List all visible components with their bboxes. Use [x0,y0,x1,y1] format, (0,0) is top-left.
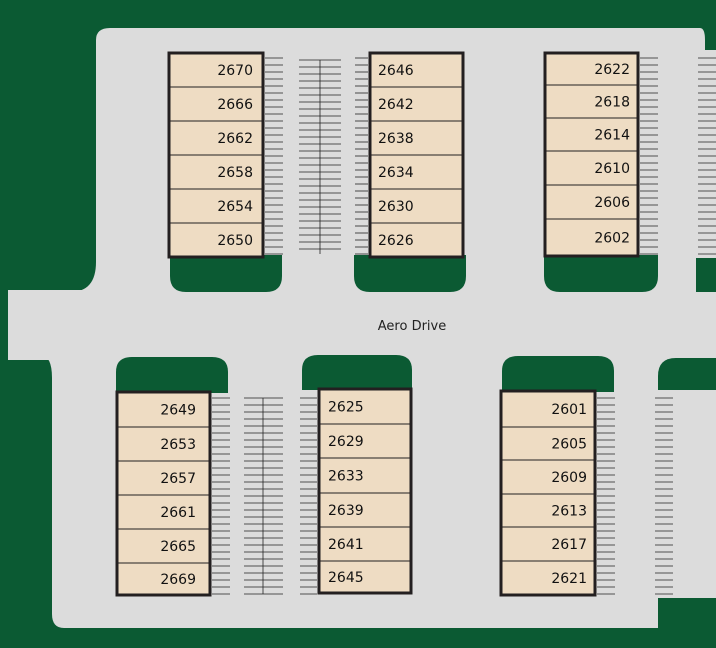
unit-2614[interactable] [544,117,639,152]
unit-2661[interactable] [116,494,211,530]
unit-number-2613: 2613 [551,504,587,520]
unit-number-2605: 2605 [551,437,587,453]
unit-number-2646: 2646 [378,63,414,79]
unit-number-2661: 2661 [160,505,196,521]
unit-number-2639: 2639 [328,503,364,519]
landscape-islands [116,255,716,648]
parking-stalls [212,57,716,595]
unit-number-2649: 2649 [160,403,196,419]
unit-number-2634: 2634 [378,165,414,181]
buildings-layer: 2670 2666 2662 2658 2654 2650 2646 2642 2638 2634… [115,51,640,597]
island-ne-edge [696,258,716,292]
unit-number-2645: 2645 [328,570,364,586]
unit-number-2626: 2626 [378,233,414,249]
building-north-west: 2670 2666 2662 2658 2654 2650 [167,51,265,259]
stalls-nw-east [265,57,283,255]
building-outline-north-center [368,51,465,259]
island-nc [354,255,466,292]
unit-2613[interactable] [500,493,596,528]
unit-number-2625: 2625 [328,400,364,416]
unit-2621[interactable] [500,560,596,596]
stalls-se-edge [655,397,673,595]
street-name: Aero Drive [378,319,446,334]
unit-2634[interactable] [369,154,464,190]
unit-number-2642: 2642 [378,97,414,113]
unit-2622[interactable] [544,52,639,86]
unit-number-2606: 2606 [594,195,630,211]
stalls-sc-west [300,397,317,595]
unit-number-2622: 2622 [594,62,630,78]
building-outline-south-east [499,389,597,597]
building-south-west: 2649 2653 2657 2661 2665 2669 [115,390,212,597]
unit-2645[interactable] [318,560,412,594]
unit-2606[interactable] [544,184,639,220]
island-ne [544,255,658,292]
unit-number-2614: 2614 [594,128,630,144]
island-sc [302,355,412,390]
building-outline-south-center [317,387,413,595]
building-south-east: 2601 2605 2609 2613 2617 2621 [499,389,597,597]
unit-number-2666: 2666 [217,97,253,113]
unit-number-2629: 2629 [328,434,364,450]
unit-number-2641: 2641 [328,537,364,553]
island-se-corner [658,598,716,648]
building-outline-north-east [543,51,640,258]
unit-number-2665: 2665 [160,539,196,555]
stalls-sw-east [212,397,230,595]
island-nw [170,255,282,292]
island-se [502,356,614,392]
unit-2609[interactable] [500,459,596,495]
unit-2641[interactable] [318,526,412,562]
unit-number-2609: 2609 [551,470,587,486]
unit-2650[interactable] [168,222,264,258]
building-north-center: 2646 2642 2638 2634 2630 2626 [368,51,465,259]
stalls-nc-west [355,57,368,255]
building-outline-south-west [115,390,212,597]
unit-number-2658: 2658 [217,165,253,181]
stalls-se-east [597,397,615,595]
island-se-edge [658,358,716,390]
unit-number-2610: 2610 [594,161,630,177]
unit-2602[interactable] [544,218,639,257]
stalls-south-center-aisle [244,397,283,595]
unit-number-2662: 2662 [217,131,253,147]
building-north-east: 2622 2618 2614 2610 2606 2602 [543,51,640,258]
unit-2625[interactable] [318,388,412,425]
building-outline-north-west [167,51,265,259]
unit-number-2657: 2657 [160,471,196,487]
unit-2638[interactable] [369,120,464,156]
unit-number-2669: 2669 [160,572,196,588]
unit-number-2602: 2602 [594,231,630,247]
unit-number-2638: 2638 [378,131,414,147]
stalls-ne-edge [698,57,716,255]
unit-number-2633: 2633 [328,469,364,485]
unit-number-2654: 2654 [217,199,253,215]
unit-number-2650: 2650 [217,233,253,249]
unit-number-2670: 2670 [217,63,253,79]
unit-number-2617: 2617 [551,537,587,553]
island-sw [116,357,228,393]
unit-number-2601: 2601 [551,402,587,418]
unit-number-2653: 2653 [160,437,196,453]
unit-number-2618: 2618 [594,95,630,111]
unit-2617[interactable] [500,526,596,562]
unit-number-2630: 2630 [378,199,414,215]
aero-drive-road [8,290,716,360]
stalls-north-center-aisle [299,59,341,254]
unit-number-2621: 2621 [551,571,587,587]
stalls-ne-east [640,57,658,255]
building-south-center: 2625 2629 2633 2639 2641 2645 [317,387,413,595]
